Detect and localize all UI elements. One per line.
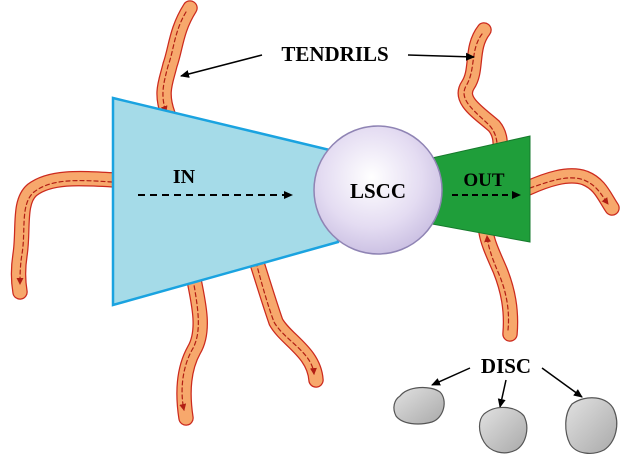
- tendril-bottom-2: [248, 252, 324, 388]
- in-component-shape: [111, 96, 340, 307]
- disc-pointer-right: [541, 367, 583, 398]
- disc-blob-2: [478, 406, 528, 454]
- tendril-top-right: [457, 22, 510, 168]
- disc-pointer-middle: [497, 379, 507, 408]
- disc-label: DISC: [481, 354, 531, 378]
- tendril-left: [10, 170, 123, 300]
- lscc-label: LSCC: [350, 179, 406, 203]
- tendril-top-left: [156, 0, 198, 122]
- tendril-bottom-1: [176, 262, 208, 426]
- tendrils-label: TENDRILS: [281, 42, 388, 66]
- tendrils-pointer-right: [407, 52, 475, 61]
- tendrils-group: [10, 0, 620, 426]
- disc-blob-3: [565, 397, 618, 454]
- tendril-bottom-right: [478, 224, 519, 342]
- in-label: IN: [173, 166, 196, 188]
- tendrils-pointer-left: [180, 54, 263, 78]
- tendril-right: [520, 168, 620, 216]
- out-label: OUT: [463, 170, 505, 191]
- lscc-core-circle: [313, 125, 443, 255]
- disc-pointer-left: [431, 367, 471, 386]
- disc-blob-1: [393, 386, 445, 425]
